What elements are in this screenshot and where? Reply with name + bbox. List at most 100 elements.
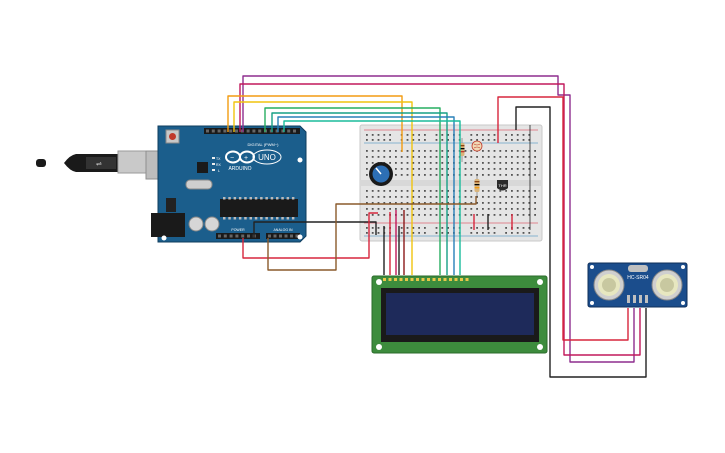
breadboard-hole[interactable] [366,134,368,136]
header-pin[interactable] [268,234,271,238]
breadboard-hole[interactable] [389,208,391,210]
header-pin[interactable] [290,234,293,238]
header-pin[interactable] [223,129,227,133]
breadboard-hole[interactable] [441,168,444,170]
breadboard-hole[interactable] [470,162,473,164]
lcd-display[interactable] [371,275,548,354]
breadboard-hole[interactable] [424,190,426,192]
breadboard-hole[interactable] [470,190,473,192]
breadboard-hole[interactable] [377,214,380,216]
breadboard-hole[interactable] [482,202,484,204]
sensor-pin[interactable] [639,295,642,303]
breadboard-hole[interactable] [400,190,403,192]
breadboard-hole[interactable] [406,227,409,229]
breadboard-hole[interactable] [511,196,513,198]
breadboard-hole[interactable] [464,190,467,192]
header-pin[interactable] [211,129,215,133]
breadboard-hole[interactable] [528,208,531,210]
breadboard-hole[interactable] [511,190,513,192]
breadboard-hole[interactable] [516,156,519,158]
breadboard-hole[interactable] [493,174,496,176]
breadboard-hole[interactable] [389,134,391,136]
breadboard-hole[interactable] [366,150,368,152]
chip-pin[interactable] [233,197,237,200]
breadboard-hole[interactable] [522,227,525,229]
breadboard-hole[interactable] [400,208,403,210]
breadboard-hole[interactable] [441,227,444,229]
breadboard-hole[interactable] [406,174,409,176]
breadboard-hole[interactable] [406,202,409,204]
lcd-pin[interactable] [449,278,452,281]
breadboard-hole[interactable] [395,202,397,204]
header-pin[interactable] [273,234,277,238]
breadboard-hole[interactable] [511,202,513,204]
wire-black-gnd[interactable] [253,221,377,238]
breadboard-hole[interactable] [412,162,415,164]
breadboard-hole[interactable] [470,174,473,176]
breadboard-hole[interactable] [366,174,368,176]
breadboard-hole[interactable] [429,190,432,192]
breadboard-hole[interactable] [389,162,391,164]
breadboard-hole[interactable] [528,139,531,141]
header-pin[interactable] [247,234,250,238]
breadboard-hole[interactable] [377,202,380,204]
breadboard-hole[interactable] [429,150,432,152]
breadboard-hole[interactable] [377,208,380,210]
breadboard-hole[interactable] [499,214,502,216]
breadboard-hole[interactable] [522,139,525,141]
breadboard-hole[interactable] [534,156,536,158]
breadboard-hole[interactable] [371,208,374,210]
lcd-pin[interactable] [388,278,392,281]
breadboard-hole[interactable] [429,168,432,170]
header-pin[interactable] [235,129,238,133]
breadboard-hole[interactable] [511,134,513,136]
breadboard-hole[interactable] [534,150,536,152]
thermistor[interactable]: THR [497,180,508,191]
breadboard-hole[interactable] [528,150,531,152]
breadboard-hole[interactable] [464,150,467,152]
breadboard-hole[interactable] [511,168,513,170]
breadboard-hole[interactable] [406,190,409,192]
breadboard-hole[interactable] [482,190,484,192]
breadboard-hole[interactable] [447,139,449,141]
breadboard-hole[interactable] [470,134,473,136]
breadboard-hole[interactable] [383,196,386,198]
breadboard-hole[interactable] [522,162,525,164]
breadboard-hole[interactable] [447,227,449,229]
breadboard-hole[interactable] [424,196,426,198]
breadboard-hole[interactable] [499,208,502,210]
sensor-pin[interactable] [633,295,636,303]
breadboard-hole[interactable] [366,156,368,158]
breadboard-hole[interactable] [395,208,397,210]
breadboard-hole[interactable] [435,208,438,210]
chip-pin[interactable] [260,217,263,220]
breadboard-hole[interactable] [441,150,444,152]
breadboard-hole[interactable] [505,196,507,198]
breadboard-hole[interactable] [482,139,484,141]
breadboard-hole[interactable] [424,227,426,229]
breadboard-hole[interactable] [366,214,368,216]
breadboard-hole[interactable] [389,139,391,141]
breadboard-hole[interactable] [516,202,519,204]
lcd-pin[interactable] [465,278,469,281]
breadboard-hole[interactable] [482,168,484,170]
breadboard-hole[interactable] [476,196,478,198]
breadboard-hole[interactable] [441,190,444,192]
breadboard-hole[interactable] [470,156,473,158]
breadboard-hole[interactable] [429,174,432,176]
breadboard-hole[interactable] [366,168,368,170]
breadboard-hole[interactable] [429,196,432,198]
breadboard-hole[interactable] [447,168,449,170]
breadboard-hole[interactable] [441,162,444,164]
breadboard-hole[interactable] [406,208,409,210]
breadboard-hole[interactable] [487,156,490,158]
breadboard-hole[interactable] [493,156,496,158]
breadboard-hole[interactable] [395,196,397,198]
breadboard-hole[interactable] [377,139,380,141]
breadboard-hole[interactable] [418,134,420,136]
breadboard-hole[interactable] [412,196,415,198]
header-pin[interactable] [258,129,262,133]
breadboard-hole[interactable] [395,156,397,158]
header-pin[interactable] [229,234,233,238]
breadboard-hole[interactable] [516,174,519,176]
